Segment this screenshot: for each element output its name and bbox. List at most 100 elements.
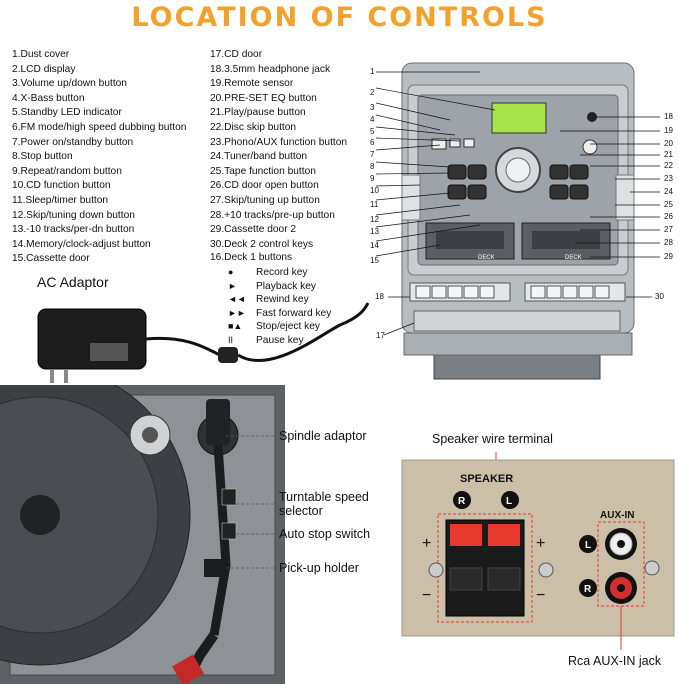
key-label: Rewind key [256,294,309,305]
callout-number: 3 [370,103,375,112]
callout-number: 11 [370,200,379,209]
callout-number: 14 [370,241,379,250]
turntable-diagram [0,385,285,684]
callout-number: 28 [664,238,673,247]
callout-number: 25 [664,200,673,209]
key-label: Record key [256,267,308,278]
control-list-right-item: 25.Tape function button [210,165,316,177]
key-label: Playback key [256,280,317,292]
control-list-left-item: 13.-10 tracks/per-dn button [12,224,135,236]
control-list-left-item: 2.LCD display [12,63,76,75]
control-list-left-item: 12.Skip/tuning down button [12,209,135,221]
ac-adaptor-label: AC Adaptor [37,274,109,290]
control-list-left-item: 8.Stop button [12,151,73,163]
control-list-right-item: 29.Cassette door 2 [210,224,297,236]
key-label: Fast forward key [256,307,332,319]
control-list-right-item: 30.Deck 2 control keys [210,238,314,250]
callout-number: 10 [370,186,379,195]
speaker-wire-terminal-label: Speaker wire terminal [432,432,553,446]
stereo-diagram: DECK DECK [375,62,660,380]
control-list-right-item: 20.PRE-SET EQ button [210,92,317,104]
key-symbol-icon: ● [228,267,234,277]
control-list-left-item: 14.Memory/clock-adjust button [12,238,151,250]
svg-text:R: R [584,584,592,595]
key-symbol-icon: II [228,334,234,345]
deck1-badge: DECK [478,255,495,261]
svg-text:−: − [536,587,545,604]
key-symbol-icon: ► [228,280,237,291]
rca-aux-in-label: Rca AUX-IN jack [568,654,662,668]
deck2-badge: DECK [565,255,582,261]
callout-number: 20 [664,139,673,148]
deck1-key-row: ►► Fast forward key [210,307,331,321]
cd-door[interactable] [413,310,621,332]
speed-selector[interactable] [221,488,237,506]
speaker-terminal-red-r[interactable] [450,524,482,546]
deck1-key-row: ◄◄Rewind key [210,293,331,307]
svg-text:−: − [422,587,431,604]
power-button[interactable] [431,138,447,150]
callout-number: 21 [664,150,673,159]
callout-17: 17 [376,331,385,340]
speed-selector-label: Turntable speed selector [279,490,369,518]
stop-button[interactable] [447,164,467,180]
control-list-right-item: 17.CD door [210,49,263,60]
control-list-left-item: 5.Standby LED indicator [12,107,122,119]
key-label: Pause key [256,334,304,346]
callout-number: 4 [370,115,375,124]
callout-number: 12 [370,215,379,224]
svg-text:L: L [506,496,512,507]
svg-text:+: + [422,535,431,552]
callout-number: 8 [370,162,375,171]
callout-18b: 18 [375,292,384,301]
control-list-right-item: 18.3.5mm headphone jack [210,63,331,75]
callout-number: 23 [664,174,673,183]
callout-number: 29 [664,252,673,261]
control-list-left-item: 1.Dust cover [12,49,70,60]
control-list-right-item: 27.Skip/tuning up button [210,194,320,206]
speaker-heading: SPEAKER [460,473,513,485]
key-symbol-icon: ►► [228,307,246,318]
spindle-adaptor-label: Spindle adaptor [279,429,367,443]
headphone-jack[interactable] [587,112,597,122]
pickup-holder-label: Pick-up holder [279,561,359,575]
deck1-key-row: ■▲ Stop/eject key [210,320,331,334]
control-list-right-item: 19.Remote sensor [210,78,294,90]
control-list-right-item: 23.Phono/AUX function button [210,136,348,148]
ac-adaptor-diagram [37,302,370,383]
key-symbol-icon: ■▲ [228,321,243,331]
rear-panel-diagram: SPEAKER R L + + − − AUX-IN L R [401,452,675,650]
auto-stop-switch[interactable] [221,522,237,540]
play-pause-button[interactable] [549,164,569,180]
control-list-left-item: 15.Cassette door [12,253,90,265]
callout-number: 5 [370,127,375,136]
callout-number: 19 [664,126,673,135]
callout-number: 22 [664,161,673,170]
speaker-terminal-black-l[interactable] [487,567,521,591]
callout-number: 2 [370,88,375,97]
control-list-right-item: 21.Play/pause button [210,107,306,119]
deck1-key-row: II Pause key [210,334,331,348]
speaker-terminal-red-l[interactable] [488,524,520,546]
control-list-left-item: 6.FM mode/high speed dubbing button [12,121,187,133]
controls-list-left: 1.Dust cover 2.LCD display 3.Volume up/dow… [12,48,186,267]
pickup-holder [204,559,226,577]
control-list-right-item: 24.Tuner/band button [210,151,308,163]
callout-number: 18 [664,112,673,121]
control-list-right-item: 26.CD door open button [210,180,319,192]
control-list-left-item: 10.CD function button [12,180,111,192]
svg-text:+: + [536,535,545,552]
deck1-key-row: ● Record key [210,266,331,280]
control-list-left-item: 3.Volume up/down button [12,78,127,90]
control-list-left-item: 9.Repeat/random button [12,165,122,177]
callout-number: 27 [664,225,673,234]
control-list-right-item: 28.+10 tracks/pre-up button [210,209,335,221]
svg-text:L: L [585,540,591,551]
controls-list-right: 17.CD door 18.3.5mm headphone jack 19.Remo… [210,48,347,252]
control-list-left-item: 4.X-Bass button [12,92,85,104]
auto-stop-label: Auto stop switch [279,527,371,541]
callout-number: 15 [370,256,379,265]
key-label: Stop/eject key [256,321,320,332]
page-title: LOCATION OF CONTROLS [131,2,548,33]
speaker-terminal-black-r[interactable] [449,567,483,591]
